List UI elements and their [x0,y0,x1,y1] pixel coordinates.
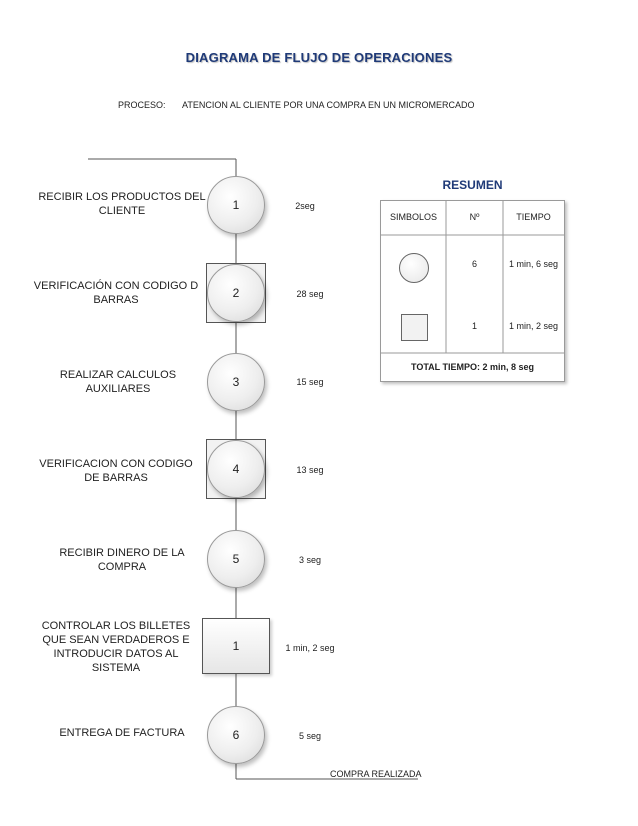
step-label: RECIBIR LOS PRODUCTOS DEL CLIENTE [38,191,206,217]
square-count: 1 [471,321,477,331]
process-label: PROCESO: [118,100,166,110]
step-number: 1 [232,198,240,212]
inspection-symbol: 1 [202,618,270,674]
summary-grid [381,201,564,354]
diagram-title: DIAGRAMA DE FLUJO DE OPERACIONES [185,50,453,65]
step-time: 2seg [295,201,315,211]
step-time: 15 seg [296,377,324,387]
step-label: VERIFICACION CON CODIGO DE BARRAS [39,458,193,484]
step-number: 4 [232,462,240,476]
header-count: Nº [469,212,480,222]
circle-time: 1 min, 6 seg [508,259,559,269]
header-symbols: SIMBOLOS [389,212,437,222]
summary-table: SIMBOLOS Nº TIEMPO 6 1 min, 6 seg 1 1 mi… [380,200,565,382]
combined-symbol: 2 [206,263,266,323]
step-label: REALIZAR CALCULOS AUXILIARES [59,369,177,395]
step-number: 3 [232,375,240,389]
step-time: 1 min, 2 seg [285,643,335,653]
step-label: VERIFICACIÓN CON CODIGO D BARRAS [33,280,199,306]
square-symbol-icon [401,314,428,341]
circle-count: 6 [471,259,477,269]
step-number: 6 [232,728,240,742]
end-label: COMPRA REALIZADA [330,769,422,779]
operation-circle: 2 [207,264,265,322]
total-time: TOTAL TIEMPO: 2 min, 8 seg [410,362,535,372]
step-label: CONTROLAR LOS BILLETES QUE SEAN VERDADER… [41,620,191,674]
step-label: RECIBIR DINERO DE LA COMPRA [59,547,185,573]
operation-symbol: 6 [207,706,265,764]
step-time: 3 seg [298,555,322,565]
step-label: ENTREGA DE FACTURA [59,727,185,739]
circle-symbol-icon [399,253,429,283]
operation-symbol: 5 [207,530,265,588]
header-time: TIEMPO [516,212,551,222]
step-number: 2 [232,286,240,300]
step-time: 28 seg [296,289,324,299]
summary-title: RESUMEN [442,178,503,192]
operation-symbol: 3 [207,353,265,411]
step-number: 5 [232,552,240,566]
square-time: 1 min, 2 seg [508,321,559,331]
process-value: ATENCION AL CLIENTE POR UNA COMPRA EN UN… [182,100,475,110]
step-time: 13 seg [296,465,324,475]
operation-symbol: 1 [207,176,265,234]
step-number: 1 [232,639,240,653]
operation-circle: 4 [207,440,265,498]
step-time: 5 seg [298,731,322,741]
combined-symbol: 4 [206,439,266,499]
